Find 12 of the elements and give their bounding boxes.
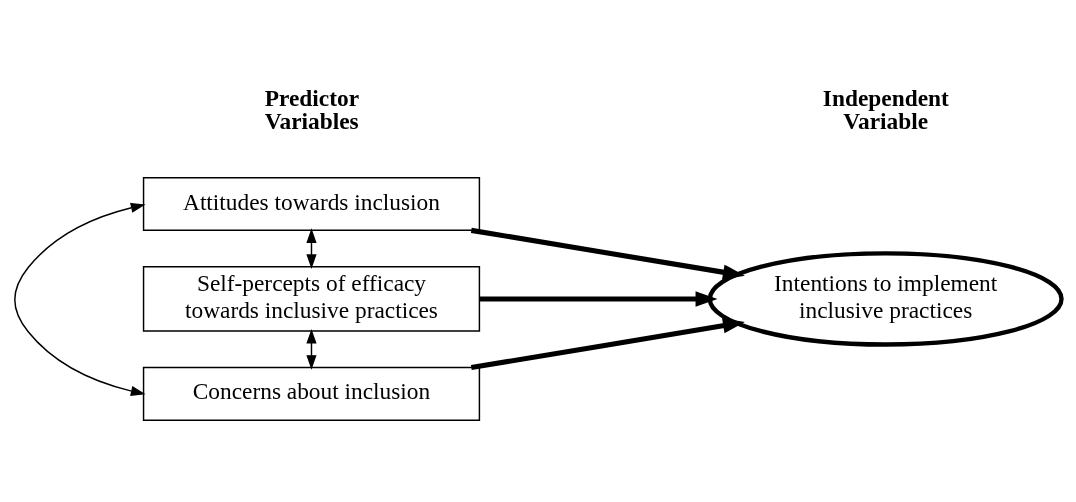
label: Predictor Variables xyxy=(264,84,360,134)
arrow xyxy=(306,227,317,269)
arrow xyxy=(470,317,745,370)
node-box: Self-percepts of efficacy towards inclusive practices xyxy=(142,265,481,332)
arrow xyxy=(470,227,745,280)
node-box: Concerns about inclusion xyxy=(142,366,481,421)
arrow xyxy=(306,328,317,370)
node-box: Attitudes towards inclusion xyxy=(142,176,481,231)
label: Independent Variable xyxy=(822,84,949,134)
arrow xyxy=(479,290,718,307)
arrow xyxy=(14,202,146,396)
node-ellipse: Intentions to implement inclusive practices xyxy=(707,250,1064,347)
